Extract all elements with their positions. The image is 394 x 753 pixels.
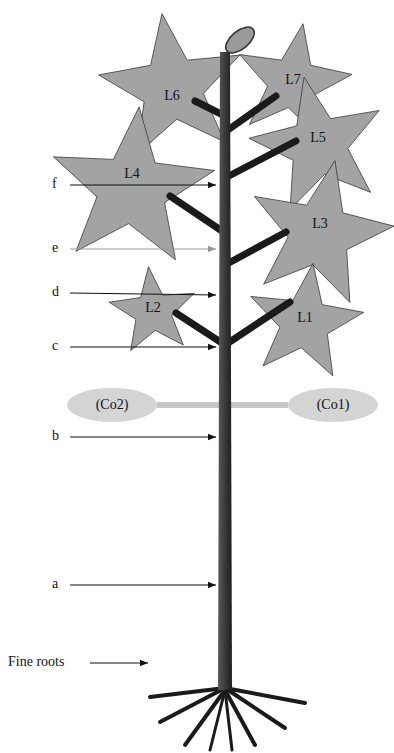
position-letter: b: [52, 428, 59, 444]
leaf-label: L4: [124, 166, 140, 182]
compartment-ellipse: (Co2): [67, 388, 157, 422]
leaf-label: L5: [310, 130, 326, 146]
position-letter: a: [52, 576, 58, 592]
position-letter: f: [52, 176, 57, 192]
part-label: Fine roots: [8, 654, 64, 670]
leaf-label: L7: [285, 72, 301, 88]
position-letter: c: [52, 338, 58, 354]
leaf-label: L1: [297, 310, 313, 326]
star-shape: [241, 255, 369, 378]
leaf-label: L2: [145, 300, 161, 316]
star-outline: [47, 100, 217, 265]
ellipse-shape: [67, 388, 157, 422]
star-shape: [106, 262, 200, 352]
compartment-label: (Co1): [317, 397, 350, 413]
leaf-star: L2: [108, 263, 198, 353]
trunk: [218, 52, 232, 690]
compartment-ellipse: (Co1): [288, 388, 378, 422]
leader-arrows: [70, 185, 216, 663]
fine-roots: [150, 688, 305, 750]
leaf-label: L3: [312, 216, 328, 232]
position-letter: d: [52, 284, 59, 300]
position-letter: e: [52, 240, 58, 256]
leaf-star: L4: [47, 100, 217, 265]
leaf-label: L6: [164, 88, 180, 104]
ellipse-shape: [288, 388, 378, 422]
bud: [221, 22, 259, 58]
compartment-label: (Co2): [96, 397, 129, 413]
branches: [170, 96, 296, 345]
leaf-star: L3: [245, 153, 394, 303]
star-shape: [45, 100, 219, 262]
